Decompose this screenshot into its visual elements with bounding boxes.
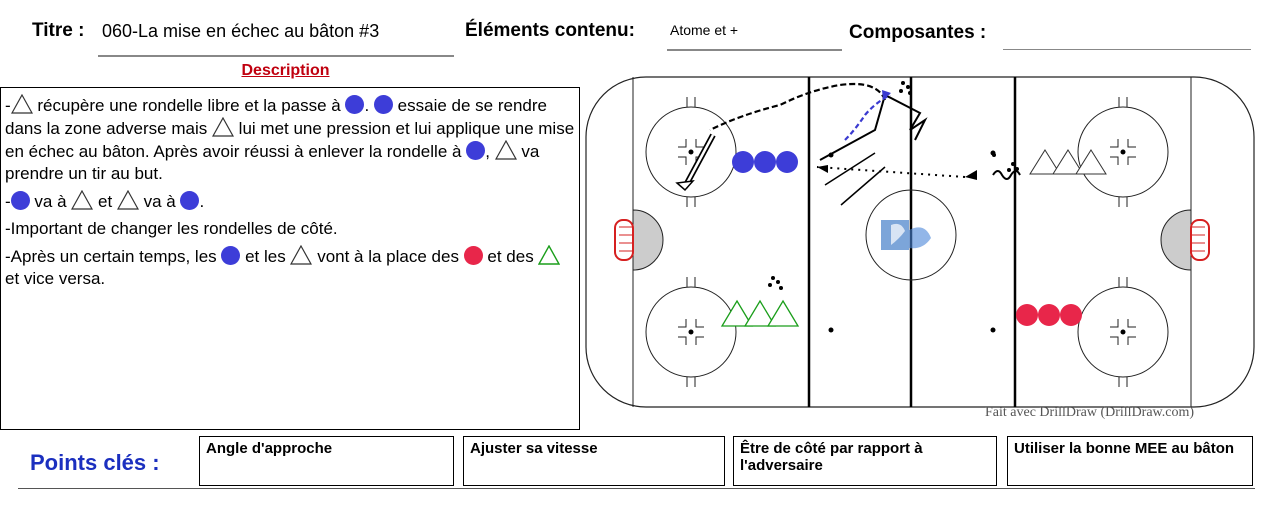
desc-text: lui met une pression et lui applique une…: [5, 119, 575, 161]
key-point-text: Angle d'approche: [206, 440, 333, 457]
key-point-box: Être de côté par rapport à l'adversaire: [733, 436, 997, 486]
white-triangle-icon: [116, 190, 139, 210]
blue-circle-icon: [180, 191, 200, 210]
desc-text: et vice versa.: [5, 269, 106, 288]
desc-text: et des: [482, 247, 539, 266]
key-point-text: Être de côté par rapport à l'adversaire: [740, 440, 923, 474]
desc-text: va à: [29, 192, 72, 211]
left-goal-icon: [614, 219, 634, 261]
credit-text: Fait avec DrillDraw (DrillDraw.com): [985, 405, 1195, 420]
blue-circle-icon: [345, 95, 365, 114]
title-field[interactable]: 060-La mise en échec au bâton #3: [98, 21, 454, 57]
desc-text: .: [199, 192, 205, 211]
desc-text: et les: [240, 247, 291, 266]
description-box: - récupère une rondelle libre et la pass…: [0, 87, 580, 430]
desc-text: -Important de changer les rondelles de c…: [5, 219, 338, 238]
elements-label: Éléments contenu:: [465, 20, 635, 41]
right-goal-icon: [1190, 219, 1210, 261]
composantes-field[interactable]: [1003, 20, 1251, 50]
desc-text: -Après un certain temps, les: [5, 247, 222, 266]
elements-field[interactable]: Atome et +: [667, 22, 842, 51]
white-triangle-icon: [211, 117, 234, 137]
hockey-rink-diagram: [585, 76, 1255, 408]
blue-circle-icon: [10, 191, 30, 210]
desc-text: va à: [138, 192, 181, 211]
desc-text: .: [364, 96, 374, 115]
white-triangle-icon: [71, 190, 94, 210]
blue-players: [732, 151, 798, 173]
white-triangle-icon: [494, 140, 517, 160]
green-triangles: [720, 299, 800, 327]
blue-circle-icon: [466, 141, 486, 160]
desc-text: va prendre un tir au but.: [5, 142, 540, 183]
desc-text: ,: [485, 142, 495, 161]
key-point-text: Utiliser la bonne MEE au bâton: [1014, 440, 1235, 457]
key-point-box: Ajuster sa vitesse: [463, 436, 725, 486]
blue-circle-icon: [373, 95, 393, 114]
green-triangle-icon: [538, 245, 561, 265]
composantes-label: Composantes :: [849, 22, 987, 43]
center-logo-icon: [881, 220, 931, 250]
white-triangles: [1029, 149, 1107, 175]
desc-text: essaie de se rendre dans la zone adverse…: [5, 96, 547, 138]
key-point-text: Ajuster sa vitesse: [470, 440, 598, 457]
white-triangle-icon: [10, 94, 33, 114]
red-players: [1016, 304, 1082, 326]
title-value: 060-La mise en échec au bâton #3: [102, 21, 380, 41]
desc-text: -: [5, 192, 11, 211]
key-points-label: Points clés :: [30, 450, 160, 475]
description-title: Description: [241, 62, 330, 79]
puck-piles: [768, 81, 1019, 290]
bottom-divider: [18, 488, 1255, 489]
desc-text: et: [93, 192, 117, 211]
key-point-box: Angle d'approche: [199, 436, 454, 486]
desc-text: vont à la place des: [312, 247, 464, 266]
elements-value: Atome et +: [670, 22, 739, 38]
desc-text: -: [5, 96, 11, 115]
title-label: Titre :: [32, 20, 85, 41]
white-triangle-icon: [290, 245, 313, 265]
blue-circle-icon: [221, 246, 241, 265]
key-point-box: Utiliser la bonne MEE au bâton: [1007, 436, 1253, 486]
red-circle-icon: [463, 246, 483, 265]
desc-text: récupère une rondelle libre et la passe …: [32, 96, 346, 115]
